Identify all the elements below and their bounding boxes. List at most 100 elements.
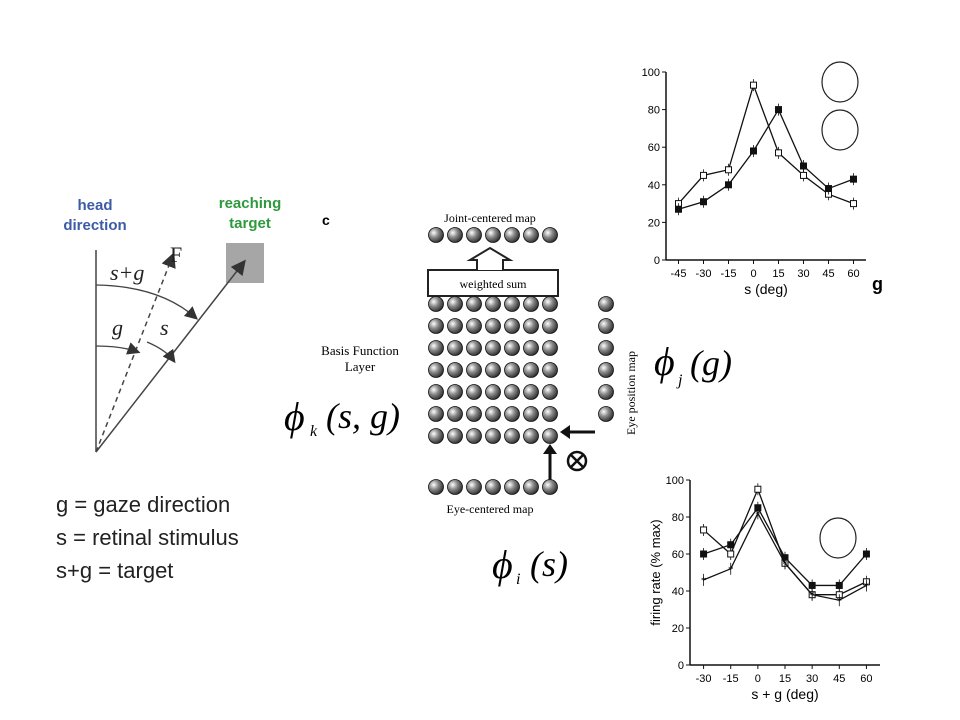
data-point: * (864, 580, 870, 592)
eye-position-neuron (598, 318, 614, 334)
basis-neuron (466, 428, 482, 444)
data-point: * (782, 558, 788, 570)
eye-centered-neuron (523, 479, 539, 495)
y-axis-label: firing rate (% max) (650, 519, 663, 625)
y-tick-label: 40 (672, 586, 684, 598)
basis-neuron (447, 406, 463, 422)
head-direction-label: head direction (63, 197, 127, 234)
joint-neuron (485, 227, 501, 243)
x-tick-label: 60 (860, 673, 872, 685)
s-arc (146, 341, 176, 364)
x-tick-label: -15 (721, 268, 737, 280)
basis-neuron (428, 406, 444, 422)
basis-neuron (428, 384, 444, 400)
basis-neuron (523, 406, 539, 422)
basis-neuron (485, 340, 501, 356)
svg-text:(g): (g) (690, 343, 732, 383)
basis-neuron (542, 384, 558, 400)
eye-position-neuron (598, 384, 614, 400)
series-line (678, 83, 854, 205)
svg-text:j: j (676, 372, 683, 389)
basis-neuron (523, 362, 539, 378)
y-tick-label: 20 (672, 623, 684, 635)
basis-neuron (523, 318, 539, 334)
x-axis-label: s (deg) (744, 281, 788, 297)
basis-neuron (485, 296, 501, 312)
y-tick-label: 80 (648, 105, 660, 117)
basis-neuron (504, 362, 520, 378)
basis-neuron (428, 362, 444, 378)
joint-map-label: Joint-centered map (444, 211, 536, 225)
data-point (727, 550, 735, 558)
g-arc (95, 342, 141, 355)
basis-neuron (523, 428, 539, 444)
y-tick-label: 0 (654, 255, 660, 267)
variable-legend: g = gaze direction s = retinal stimulus … (56, 488, 239, 587)
eye-position-neuron (598, 340, 614, 356)
basis-neuron (485, 362, 501, 378)
phi-i-symbol: ϕ (492, 542, 513, 587)
panel-letter: c (322, 212, 330, 228)
x-tick-label: 30 (797, 268, 809, 280)
basis-neuron (485, 406, 501, 422)
data-point (727, 541, 735, 549)
basis-neuron (523, 384, 539, 400)
basis-neuron (466, 406, 482, 422)
legend-gaze: g = gaze direction (56, 492, 231, 517)
data-point (862, 550, 870, 558)
basis-neuron (542, 318, 558, 334)
eye-centered-neuron (485, 479, 501, 495)
y-tick-label: 20 (648, 217, 660, 229)
phi-j-formula: ϕ j (g) (654, 339, 732, 389)
data-point: * (837, 595, 843, 607)
data-point (700, 171, 707, 179)
x-tick-label: 15 (772, 268, 784, 280)
weighted-sum-box (427, 269, 559, 297)
basis-neuron (447, 318, 463, 334)
data-point (700, 526, 708, 534)
y-tick-label: 60 (648, 142, 660, 154)
y-tick-label: 0 (678, 660, 684, 672)
basis-neuron (542, 406, 558, 422)
data-point (800, 162, 807, 170)
x-tick-label: 15 (779, 673, 791, 685)
x-tick-label: 45 (833, 673, 845, 685)
phi-k-symbol: ϕ (284, 394, 305, 439)
basis-neuron (466, 318, 482, 334)
x-tick-label: 45 (822, 268, 834, 280)
weighted-sum-label: weighted sum (460, 277, 528, 291)
data-point (675, 205, 682, 213)
basis-neuron (504, 384, 520, 400)
head-schematic-icon (821, 61, 859, 103)
y-tick-label: 40 (648, 180, 660, 192)
basis-neuron (523, 340, 539, 356)
data-point (825, 185, 832, 193)
phi-k-subscript: k (310, 423, 318, 440)
basis-neuron (542, 296, 558, 312)
basis-neuron (428, 428, 444, 444)
sg-angle-label: s+g (110, 260, 144, 285)
eye-position-map (598, 296, 614, 422)
basis-neuron (447, 362, 463, 378)
data-point (775, 106, 782, 114)
joint-centered-map (428, 227, 558, 243)
basis-neuron (504, 318, 520, 334)
eye-centered-map (428, 479, 558, 495)
gaze-geometry-diagram: s+g g s F (95, 242, 264, 453)
data-point (775, 149, 782, 157)
eye-position-label: Eye position map (624, 351, 638, 435)
data-point: * (809, 590, 815, 602)
eye-position-neuron (598, 406, 614, 422)
joint-neuron (504, 227, 520, 243)
eye-centered-neuron (466, 479, 482, 495)
basis-neuron (504, 296, 520, 312)
x-tick-label: -30 (696, 268, 712, 280)
basis-neuron (485, 428, 501, 444)
basis-neuron (523, 296, 539, 312)
basis-neuron (504, 428, 520, 444)
x-tick-label: 60 (847, 268, 859, 280)
joint-neuron (542, 227, 558, 243)
eye-position-neuron (598, 296, 614, 312)
